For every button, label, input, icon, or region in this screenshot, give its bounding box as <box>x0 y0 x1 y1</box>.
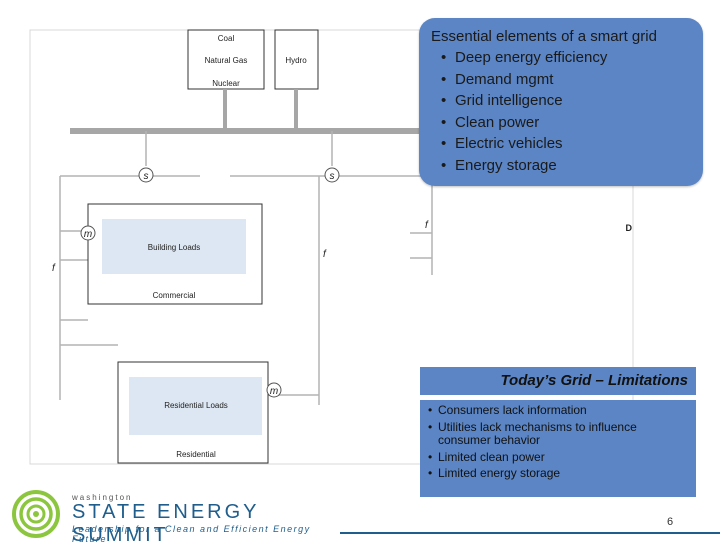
logo-tagline: Leadership for a Clean and Efficient Ene… <box>72 524 311 544</box>
switch-icon <box>324 167 340 183</box>
switch-symbol: s <box>330 171 335 182</box>
summit-logo: washington STATE ENERGY SUMMIT Leadershi… <box>10 490 330 546</box>
list-item: Electric vehicles <box>441 133 691 155</box>
generation-box <box>187 29 265 90</box>
meter-icon <box>266 382 282 398</box>
building-loads-label: Building Loads <box>148 243 200 252</box>
list-item: Deep energy efficiency <box>441 47 691 69</box>
residential-loads-label: Residential Loads <box>164 401 228 410</box>
smart-grid-callout: Essential elements of a smart grid Deep … <box>419 18 703 186</box>
list-item: Utilities lack mechanisms to influence c… <box>428 420 692 448</box>
nuclear-label: Nuclear <box>212 79 240 88</box>
hydro-label: Hydro <box>285 56 307 65</box>
natural-gas-label: Natural Gas <box>205 56 248 65</box>
list-item: Limited energy storage <box>428 466 692 481</box>
list-item: Demand mgmt <box>441 69 691 91</box>
d-label: D <box>626 223 633 233</box>
list-item: Grid intelligence <box>441 90 691 112</box>
limitations-box: Consumers lack information Utilities lac… <box>420 400 696 497</box>
feeder-label: f <box>425 220 429 231</box>
list-item: Limited clean power <box>428 450 692 465</box>
page-number: 6 <box>667 516 674 528</box>
switch-symbol: s <box>144 171 149 182</box>
list-item: Consumers lack information <box>428 403 692 418</box>
limitations-list: Consumers lack information Utilities lac… <box>428 403 692 481</box>
list-item: Energy storage <box>441 155 691 177</box>
callout-list: Deep energy efficiency Demand mgmt Grid … <box>431 47 691 177</box>
meter-icon <box>80 225 96 241</box>
feeder-label: f <box>52 263 56 274</box>
callout-title: Essential elements of a smart grid <box>431 28 657 45</box>
bottom-rule <box>340 532 720 534</box>
coal-label: Coal <box>218 34 235 43</box>
meter-symbol: m <box>84 229 92 240</box>
feeder-label: f <box>323 249 327 260</box>
list-item: Clean power <box>441 112 691 134</box>
residential-label: Residential <box>176 450 216 459</box>
meter-symbol: m <box>270 386 278 397</box>
spiral-logo-icon <box>12 490 60 538</box>
commercial-label: Commercial <box>153 291 196 300</box>
switch-icon <box>138 167 154 183</box>
today-grid-title: Today’s Grid – Limitations <box>420 367 696 395</box>
building-loads-box <box>102 219 246 274</box>
residential-loads-box <box>129 377 262 435</box>
logo-small-text: washington <box>72 493 133 502</box>
